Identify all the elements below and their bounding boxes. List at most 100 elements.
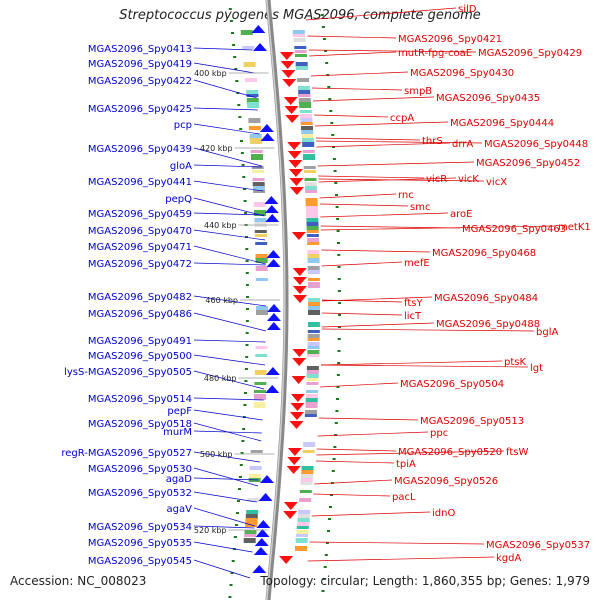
- cog-block: [243, 62, 256, 67]
- right-leader-line: [321, 261, 403, 267]
- tick-mark: [337, 326, 341, 328]
- kbp-label: 420 kbp: [200, 144, 233, 153]
- tick-mark: [228, 596, 232, 598]
- right-leader-line: [320, 364, 529, 368]
- right-leader-line: [320, 360, 503, 366]
- tick-mark: [244, 380, 248, 382]
- right-leader-line: [307, 35, 397, 39]
- tick-mark: [321, 590, 325, 592]
- right-gene-label: kgdA: [496, 553, 521, 564]
- right-gene-label: MGAS2096_Spy0537: [486, 540, 590, 551]
- cog-block: [305, 402, 318, 408]
- cog-block: [306, 390, 318, 393]
- right-gene-label: MGAS2096_Spy0526: [394, 476, 498, 487]
- reverse-gene-arrow: [289, 187, 304, 195]
- right-leader-line: [314, 114, 389, 118]
- cog-block: [306, 214, 319, 220]
- tick-mark: [323, 566, 327, 568]
- left-leader-line: [193, 107, 258, 111]
- tick-mark: [245, 320, 249, 322]
- reverse-gene-arrow: [292, 277, 307, 285]
- cog-block: [307, 322, 320, 327]
- cog-block: [307, 334, 320, 338]
- cog-block: [254, 210, 266, 216]
- cog-block: [252, 186, 265, 191]
- cog-block: [244, 530, 257, 534]
- cog-block: [254, 234, 267, 237]
- tick-mark: [236, 512, 239, 514]
- tick-mark: [331, 134, 335, 136]
- cog-block: [299, 490, 312, 493]
- tick-mark: [332, 158, 336, 160]
- right-gene-label: ptsK: [504, 357, 526, 368]
- right-gene-label: lgt: [530, 363, 543, 374]
- cog-block: [306, 370, 319, 375]
- cog-block: [294, 50, 307, 53]
- cog-block: [250, 450, 263, 453]
- cog-block: [293, 34, 306, 37]
- forward-gene-arrow: [251, 25, 266, 33]
- cog-block: [255, 258, 268, 263]
- cog-block: [305, 410, 318, 414]
- cog-block: [240, 30, 253, 35]
- left-leader-line: [193, 451, 260, 463]
- cog-block: [252, 182, 265, 186]
- cog-block: [300, 482, 313, 485]
- tick-mark: [330, 494, 333, 496]
- right-gene-label: silD: [458, 4, 477, 15]
- left-gene-label: MGAS2096_Spy0532: [88, 488, 192, 499]
- left-gene-label: pcp: [174, 120, 192, 131]
- tick-mark: [241, 164, 245, 166]
- cog-block: [305, 198, 318, 202]
- tick-mark: [329, 506, 332, 508]
- cog-block: [301, 138, 314, 144]
- reverse-gene-arrow: [290, 403, 305, 411]
- kbp-label: 500 kbp: [200, 450, 233, 459]
- cog-block: [251, 154, 263, 160]
- cog-block: [301, 470, 314, 475]
- cog-block: [306, 210, 318, 216]
- right-leader-line: [321, 296, 433, 302]
- cog-block: [304, 178, 317, 181]
- tick-mark: [245, 332, 249, 334]
- right-gene-label: licT: [404, 311, 422, 322]
- tick-mark: [228, 8, 232, 10]
- right-gene-label: idnO: [432, 508, 455, 519]
- label-leader-lines: [193, 7, 557, 579]
- left-gene-label: regR-MGAS2096_Spy0527: [61, 448, 192, 459]
- reverse-gene-arrow: [282, 79, 297, 87]
- reverse-gene-arrow: [287, 142, 302, 150]
- tick-mark: [240, 140, 243, 142]
- tick-mark: [336, 230, 340, 232]
- cog-block: [254, 382, 267, 385]
- cog-block: [305, 206, 318, 210]
- cog-block: [307, 242, 320, 245]
- cog-block: [255, 254, 268, 260]
- cog-block: [296, 530, 309, 534]
- tick-mark: [235, 80, 239, 82]
- cog-block: [306, 230, 319, 233]
- left-gene-label: MGAS2096_Spy0534: [88, 522, 192, 533]
- reverse-gene-arrow: [291, 376, 306, 384]
- cog-block: [295, 546, 307, 551]
- cog-block: [254, 390, 266, 393]
- left-gene-label: gloA: [170, 161, 192, 172]
- tick-mark: [238, 476, 242, 478]
- cog-block: [295, 62, 308, 67]
- left-gene-label: lysS-MGAS2096_Spy0505: [64, 367, 192, 378]
- left-gene-label: MGAS2096_Spy0441: [88, 177, 192, 188]
- right-leader-line: [320, 382, 399, 388]
- left-leader-line: [193, 295, 267, 307]
- forward-gene-arrow: [264, 196, 279, 204]
- left-gene-label: pepQ: [165, 194, 192, 205]
- cog-block: [296, 526, 309, 529]
- tick-mark: [327, 530, 330, 532]
- left-leader-line: [193, 430, 262, 434]
- cog-block: [301, 466, 314, 470]
- reverse-gene-arrow: [290, 394, 305, 402]
- tick-mark: [236, 92, 240, 94]
- cog-block: [305, 398, 318, 404]
- forward-gene-arrow: [266, 259, 281, 267]
- cog-block: [300, 114, 313, 120]
- cog-block: [253, 402, 266, 408]
